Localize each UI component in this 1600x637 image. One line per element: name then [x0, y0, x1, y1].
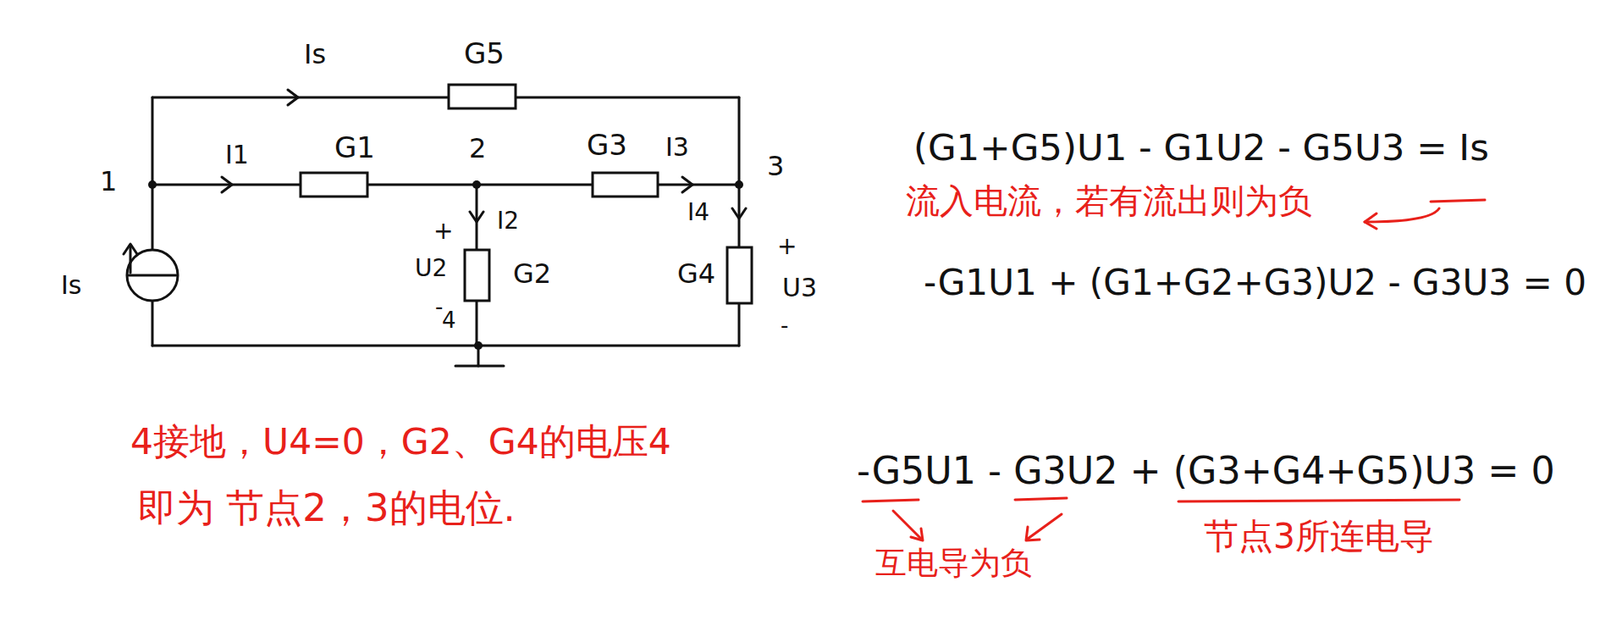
- wire: [152, 96, 740, 100]
- resistor-symbol: [464, 249, 490, 301]
- conductance-label: G4: [677, 258, 716, 290]
- polarity-mark: -: [435, 294, 443, 320]
- node-equation: -G1U1 + (G1+G2+G3)U2 - G3U3 = 0: [923, 262, 1587, 304]
- junction-dots: [148, 180, 744, 350]
- node-dot: [734, 180, 744, 189]
- node-number: 3: [766, 150, 784, 183]
- underline: [1178, 499, 1460, 502]
- note-arrow: [1027, 513, 1062, 539]
- wire: [738, 97, 741, 346]
- polarity-mark: -: [780, 313, 789, 339]
- current-arrow: [221, 176, 232, 193]
- underline: [862, 499, 919, 502]
- note-arrow-head: [1364, 213, 1377, 229]
- annotation-note: 互电导为负: [875, 545, 1032, 581]
- source-inner-line: [128, 274, 177, 277]
- resistors: [126, 84, 752, 304]
- resistor-symbol: [592, 172, 658, 197]
- polarity-mark: +: [777, 232, 797, 260]
- current-arrow: [682, 176, 693, 193]
- node-equation: -G5U1 - G3U2 + (G3+G4+G5)U3 = 0: [856, 448, 1556, 492]
- arrows: [123, 89, 746, 276]
- voltage-label: U3: [782, 273, 817, 304]
- current-label: Is: [303, 38, 326, 71]
- wires: [152, 97, 740, 366]
- note-arrow: [893, 510, 922, 539]
- conductance-label: G1: [334, 131, 376, 165]
- conductance-label: G2: [513, 258, 552, 290]
- annotation-note: 节点3所连电导: [1203, 516, 1435, 557]
- current-arrow: [732, 208, 746, 219]
- resistor-symbol: [300, 172, 368, 197]
- conductance-label: G3: [586, 128, 628, 162]
- annotation-note: 4接地，U4=0，G2、G4的电压4: [130, 421, 672, 464]
- node-equation: (G1+G5)U1 - G1U2 - G5U3 = Is: [913, 126, 1490, 170]
- resistor-symbol: [448, 84, 516, 109]
- annotation-note: 流入电流，若有流出则为负: [905, 181, 1313, 221]
- current-arrow: [287, 89, 298, 105]
- wire: [152, 344, 740, 348]
- voltage-label: U2: [414, 254, 447, 282]
- current-arrow: [469, 211, 484, 222]
- source-arrow-head: [123, 243, 138, 254]
- note-arrow-head: [1026, 526, 1040, 541]
- underline: [1015, 497, 1067, 500]
- current-label: I4: [687, 198, 710, 227]
- node-dot: [474, 341, 483, 350]
- polarity-mark: +: [433, 217, 453, 245]
- current-label: I1: [225, 140, 249, 171]
- node-number: 2: [468, 132, 486, 165]
- node-number: 4: [441, 308, 457, 334]
- current-source-symbol: [126, 249, 178, 301]
- resistor-symbol: [727, 247, 752, 304]
- conductance-label: G5: [463, 37, 505, 71]
- annotation-note: 即为 节点2，3的电位.: [137, 485, 516, 530]
- current-label: I3: [665, 132, 690, 163]
- ground-symbol: [455, 364, 504, 368]
- node-dot: [148, 180, 157, 189]
- current-label: Is: [60, 270, 82, 301]
- underline: [1430, 199, 1485, 202]
- wire: [151, 97, 155, 346]
- current-label: I2: [496, 207, 519, 235]
- node-number: 1: [99, 165, 117, 198]
- note-arrow-head: [910, 528, 923, 541]
- node-dot: [472, 180, 481, 189]
- source-arrow: [129, 245, 133, 273]
